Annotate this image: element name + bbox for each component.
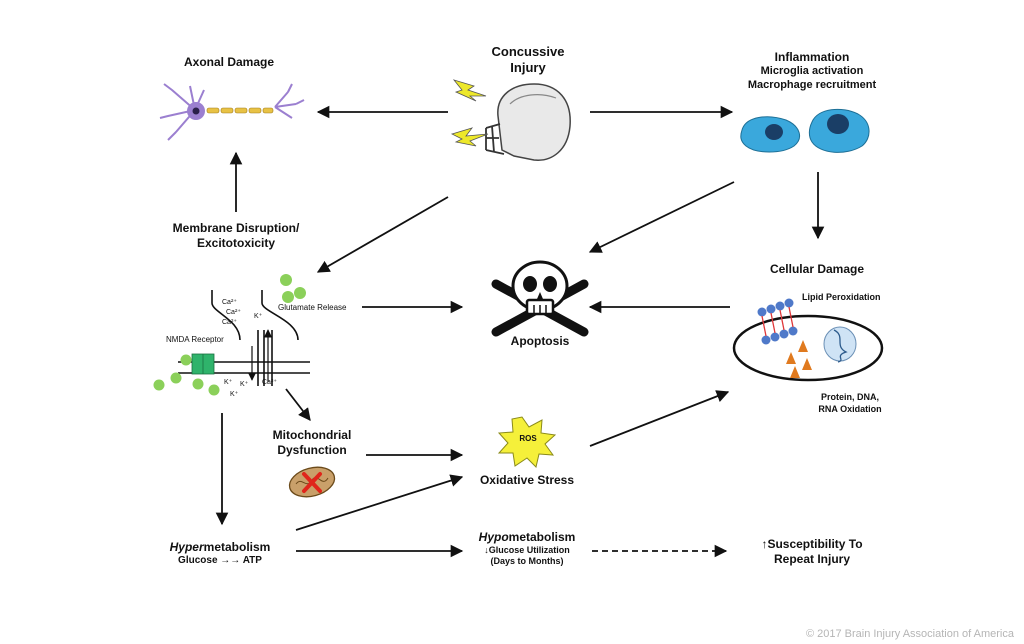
arrow-oxidative-to-cellular: [589, 390, 730, 447]
hypermetabolism-label: Hypermetabolism: [140, 540, 300, 555]
hypometabolism-block: Hypometabolism ↓Glucose Utilization (Day…: [462, 530, 592, 568]
synapse-diagram: [153, 274, 310, 396]
mitochondrial-dysfunction-label: Mitochondrial Dysfunction: [272, 428, 352, 457]
inflammation-block: Inflammation Microglia activation Macrop…: [722, 50, 902, 93]
damaged-cell-icon: [732, 298, 884, 382]
hyper-sub: Glucose →→ ATP: [178, 555, 262, 566]
oxidative-stress-label: Oxidative Stress: [479, 473, 575, 487]
protein-oxidation-label: Protein, DNA, RNA Oxidation: [818, 392, 882, 414]
nmda-receptor-label: NMDA Receptor: [166, 335, 224, 344]
arrow-hyper-to-oxidative: [295, 474, 464, 531]
ion-ca-4: Ca²⁺: [262, 379, 277, 386]
macrophage-label: Macrophage recruitment: [747, 78, 877, 91]
ion-ca-2: Ca²⁺: [226, 309, 241, 316]
skull-icon: [491, 260, 589, 337]
microglia-label: Microglia activation: [760, 65, 864, 77]
ion-k-1: K⁺: [254, 313, 263, 320]
ion-k-4: K⁺: [230, 391, 239, 398]
ion-k-2: K⁺: [224, 379, 233, 386]
mitochondria-icon: [288, 466, 336, 498]
axonal-damage-label: Axonal Damage: [183, 55, 275, 69]
arrow-inflammation-to-apoptosis: [588, 181, 735, 253]
cellular-damage-label: Cellular Damage: [769, 262, 865, 276]
hypometabolism-label: Hypometabolism: [462, 530, 592, 545]
hypo-prefix: Hypo: [478, 530, 509, 544]
hyper-prefix: Hyper: [169, 540, 204, 554]
glutamate-dots: [153, 274, 306, 396]
apoptosis-label: Apoptosis: [510, 334, 570, 348]
hyper-suffix: metabolism: [203, 540, 271, 554]
neuron-icon: [159, 83, 305, 141]
macrophage-icon: [740, 108, 870, 153]
membrane-disruption-label: Membrane Disruption/ Excitotoxicity: [172, 221, 300, 250]
ion-ca-1: Ca²⁺: [222, 299, 237, 306]
concussive-injury-label: Concussive Injury: [491, 44, 565, 76]
arrow-injury-to-membrane: [316, 196, 449, 273]
hypermetabolism-block: Hypermetabolism Glucose →→ ATP: [140, 540, 300, 568]
lightning-icon: [450, 79, 489, 147]
ros-burst-icon: [497, 416, 557, 468]
lipid-peroxidation-label: Lipid Peroxidation: [802, 292, 881, 302]
susceptibility-label: ↑Susceptibility To Repeat Injury: [761, 537, 863, 566]
ion-ca-3: Ca²⁺: [222, 319, 237, 326]
ros-label: ROS: [519, 434, 537, 443]
hypo-sub1: ↓Glucose Utilization: [484, 545, 570, 555]
hypo-sub2: (Days to Months): [490, 556, 564, 567]
hypo-suffix: metabolism: [508, 530, 576, 544]
copyright-footer: © 2017 Brain Injury Association of Ameri…: [805, 628, 1014, 640]
arrow-membrane-to-mitochondria: [285, 388, 311, 421]
glutamate-release-label: Glutamate Release: [278, 303, 347, 312]
ion-k-3: K⁺: [240, 381, 249, 388]
helmet-icon: [485, 83, 571, 161]
inflammation-label: Inflammation: [774, 50, 850, 64]
